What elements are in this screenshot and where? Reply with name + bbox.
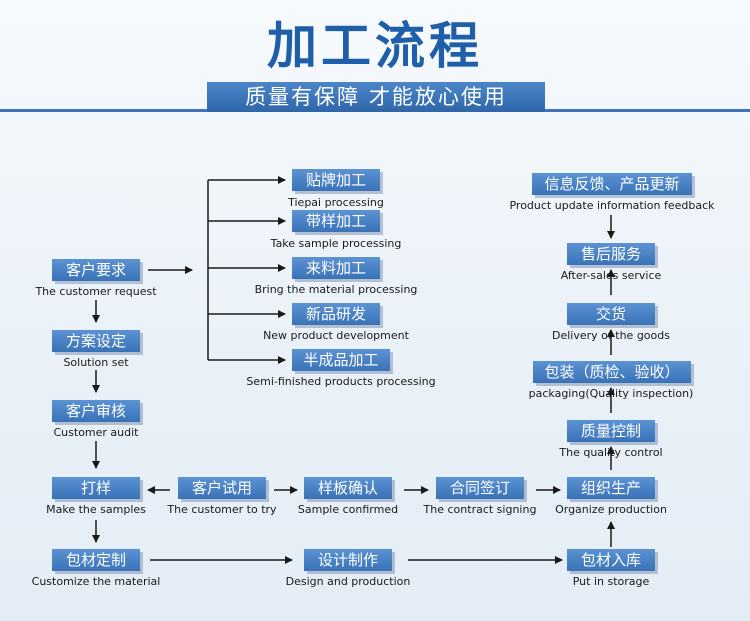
- step-make-samples-caption: Make the samples: [46, 503, 146, 516]
- step-quality-control-caption: The quality control: [559, 446, 663, 459]
- step-customer-audit-caption: Customer audit: [53, 426, 139, 439]
- step-after-sales-caption: After-sales service: [560, 269, 662, 282]
- step-organize-production: 组织生产: [567, 477, 655, 499]
- step-design-production: 设计制作: [304, 549, 392, 571]
- step-customer-try: 客户试用: [178, 477, 266, 499]
- step-put-in-storage: 包材入库: [567, 549, 655, 571]
- step-design-production-caption: Design and production: [285, 575, 411, 588]
- step-after-sales: 售后服务: [567, 243, 655, 265]
- step-customer-try-caption: The customer to try: [167, 503, 277, 516]
- step-delivery-caption: Delivery of the goods: [552, 329, 670, 342]
- step-contract-signing: 合同签订: [436, 477, 524, 499]
- step-customer-audit: 客户审核: [52, 400, 140, 422]
- step-packaging-caption: packaging(Quality inspection): [528, 387, 694, 400]
- step-feedback: 信息反馈、产品更新: [532, 173, 692, 195]
- step-bring-material: 来料加工: [292, 257, 380, 279]
- step-take-sample: 带样加工: [292, 210, 380, 232]
- step-customize-material-caption: Customize the material: [31, 575, 161, 588]
- step-semi-finished-caption: Semi-finished products processing: [246, 375, 436, 388]
- step-put-in-storage-caption: Put in storage: [572, 575, 650, 588]
- step-take-sample-caption: Take sample processing: [270, 237, 402, 250]
- step-semi-finished: 半成品加工: [292, 349, 390, 371]
- page-subtitle: 质量有保障 才能放心使用: [207, 82, 545, 112]
- step-sample-confirmed-caption: Sample confirmed: [297, 503, 399, 516]
- step-customer-request: 客户要求: [52, 259, 140, 281]
- step-sample-confirmed: 样板确认: [304, 477, 392, 499]
- step-solution-set: 方案设定: [52, 330, 140, 352]
- step-tiepai: 贴牌加工: [292, 169, 380, 191]
- step-feedback-caption: Product update information feedback: [509, 199, 715, 212]
- step-new-product-caption: New product development: [263, 329, 409, 342]
- step-bring-material-caption: Bring the material processing: [254, 283, 418, 296]
- step-organize-production-caption: Organize production: [555, 503, 667, 516]
- step-new-product: 新品研发: [292, 303, 380, 325]
- step-customize-material: 包材定制: [52, 549, 140, 571]
- step-contract-signing-caption: The contract signing: [423, 503, 537, 516]
- page-title: 加工流程: [267, 17, 483, 75]
- step-tiepai-caption: Tiepai processing: [288, 196, 384, 209]
- subtitle-bar: 质量有保障 才能放心使用: [0, 82, 750, 112]
- step-delivery: 交货: [567, 303, 655, 325]
- step-quality-control: 质量控制: [567, 420, 655, 442]
- step-customer-request-caption: The customer request: [35, 285, 157, 298]
- step-packaging: 包装（质检、验收）: [533, 361, 691, 383]
- step-make-samples: 打样: [52, 477, 140, 499]
- step-solution-set-caption: Solution set: [63, 356, 129, 369]
